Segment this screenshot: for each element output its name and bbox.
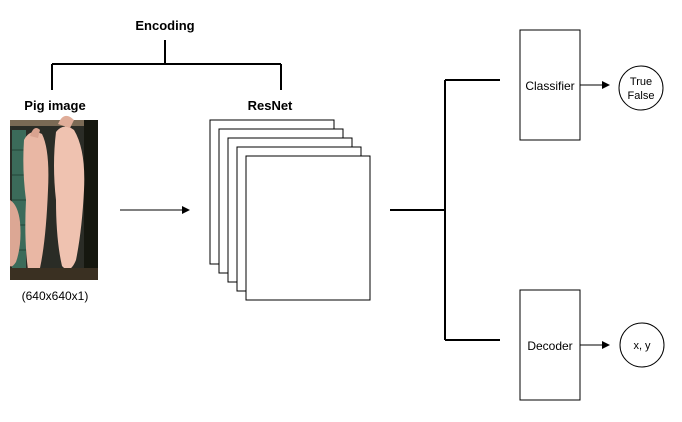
output-false-label: False (628, 90, 655, 102)
resnet-layer (245, 155, 371, 301)
classifier-label: Classifier (525, 79, 574, 93)
pig-image-label: Pig image (24, 98, 85, 113)
classifier-arrow (580, 81, 610, 89)
decoder-output-node (619, 322, 665, 368)
pig-image (10, 115, 98, 280)
branch-connector (390, 79, 500, 341)
classifier-output-node (618, 65, 664, 111)
output-coordinates-label: x, y (633, 340, 651, 352)
encoding-bracket (51, 40, 282, 90)
input-arrow (120, 206, 190, 214)
output-true-label: True (630, 76, 652, 88)
input-size-label: (640x640x1) (22, 289, 89, 303)
resnet-label: ResNet (248, 98, 293, 113)
encoding-label: Encoding (135, 18, 194, 33)
classifier-box (519, 29, 581, 141)
resnet-stack (209, 119, 371, 301)
decoder-arrow (580, 341, 610, 349)
decoder-label: Decoder (527, 339, 572, 353)
decoder-box (519, 289, 581, 401)
